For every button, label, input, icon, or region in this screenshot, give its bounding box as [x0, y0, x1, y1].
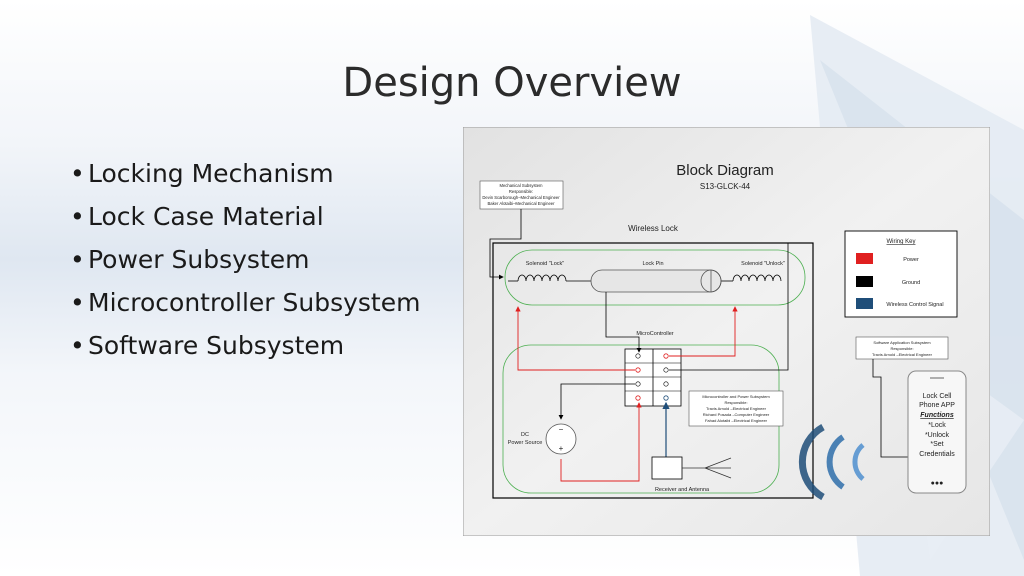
svg-text:Richard Posada –Computer Engin: Richard Posada –Computer Engineer: [703, 412, 770, 417]
receiver-box: [651, 456, 683, 480]
microcontroller-pin-grid: [624, 348, 682, 407]
svg-text:*Lock: *Lock: [928, 422, 946, 429]
svg-text:Mechanical Subsystem: Mechanical Subsystem: [499, 183, 543, 188]
lock-pin-label: Lock Pin: [642, 261, 663, 267]
svg-text:Wireless Control Signal: Wireless Control Signal: [886, 302, 943, 308]
svg-text:Ground: Ground: [902, 280, 920, 286]
svg-text:Travis Arnold –Electrical Engi: Travis Arnold –Electrical Engineer: [872, 352, 933, 357]
slide-title: Design Overview: [342, 60, 682, 106]
svg-text:Wiring Key: Wiring Key: [886, 239, 915, 245]
antenna-icon: [682, 457, 732, 479]
svg-text:Power: Power: [903, 257, 919, 263]
bullet-item: Power Subsystem: [70, 238, 420, 281]
bullet-item: Lock Case Material: [70, 195, 420, 238]
bullet-item: Software Subsystem: [70, 324, 420, 367]
wireless-lock-label: Wireless Lock: [628, 224, 679, 233]
bullet-item: Microcontroller Subsystem: [70, 281, 420, 324]
power-source-label: Power Source: [508, 440, 543, 446]
dc-power-source: [545, 423, 577, 455]
svg-text:Credentials: Credentials: [919, 451, 955, 458]
svg-text:Software Application Subsystem: Software Application Subsystem: [873, 340, 931, 345]
phone-app: Lock Cell Phone APP Functions *Lock *Unl…: [907, 370, 967, 494]
solenoid-unlock-label: Solenoid "Unlock": [741, 261, 785, 267]
solenoid-lock-label: Solenoid "Lock": [526, 261, 565, 267]
svg-text:Responsible:: Responsible:: [509, 189, 533, 194]
solenoid-lock-coil: [517, 274, 567, 282]
svg-text:Responsible:: Responsible:: [724, 400, 747, 405]
micro-power-subsystem-box: Microcontroller and Power Subsystem Resp…: [688, 390, 784, 427]
solenoid-unlock-coil: [732, 274, 782, 282]
svg-text:+: +: [559, 444, 564, 453]
diagram-subtitle: S13-GLCK-44: [700, 182, 751, 191]
svg-text:Devin Scarborough–Mechanical E: Devin Scarborough–Mechanical Engineer: [482, 195, 560, 200]
lock-enclosure: [492, 242, 814, 499]
svg-text:Functions: Functions: [920, 412, 954, 419]
bullet-list: Locking Mechanism Lock Case Material Pow…: [70, 152, 420, 367]
block-diagram: Block Diagram S13-GLCK-44 Mechanical Sub…: [463, 127, 990, 536]
diagram-title: Block Diagram: [676, 162, 774, 179]
svg-text:*Unlock: *Unlock: [925, 432, 950, 439]
software-subsystem-box: Software Application Subsystem Responsib…: [855, 336, 949, 360]
bullet-item: Locking Mechanism: [70, 152, 420, 195]
svg-text:Microcontroller and Power Subs: Microcontroller and Power Subsystem: [702, 394, 770, 399]
mechanism-outline: [504, 249, 806, 306]
mechanical-subsystem-box: Mechanical Subsystem Responsible: Devin …: [479, 180, 564, 210]
wiring-key: Wiring Key Power Ground Wireless Control…: [844, 230, 958, 318]
svg-text:Lock Cell: Lock Cell: [923, 393, 952, 400]
svg-text:Baker Alotaibi–Mechanical Engi: Baker Alotaibi–Mechanical Engineer: [487, 201, 555, 206]
svg-text:●●●: ●●●: [931, 480, 944, 487]
svg-text:Fahad Alotaibi –Electrical Eng: Fahad Alotaibi –Electrical Engineer: [705, 418, 768, 423]
receiver-label: Receiver and Antenna: [655, 487, 710, 493]
svg-text:Phone APP: Phone APP: [919, 402, 955, 409]
svg-text:−: −: [559, 425, 564, 434]
svg-text:Travis Arnold –Electrical Engi: Travis Arnold –Electrical Engineer: [706, 406, 767, 411]
wireless-signal-icon: [798, 423, 865, 501]
svg-text:Responsible:: Responsible:: [890, 346, 913, 351]
microcontroller-label: MicroController: [636, 331, 673, 337]
lock-pin: [590, 269, 722, 293]
svg-text:*Set: *Set: [930, 441, 943, 448]
dc-label: DC: [521, 432, 529, 438]
